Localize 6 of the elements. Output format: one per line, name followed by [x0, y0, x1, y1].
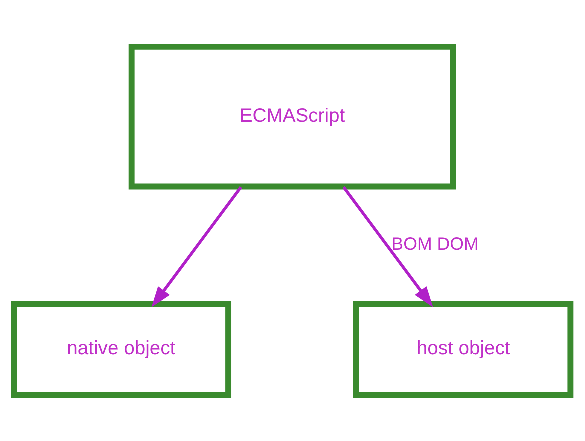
node-box: host object [353, 300, 574, 398]
arrow [342, 186, 434, 308]
arrow [152, 186, 242, 308]
node-box: ECMAScript [128, 43, 456, 190]
node-box: native object [11, 300, 232, 398]
edge-label: BOM DOM [392, 234, 479, 254]
